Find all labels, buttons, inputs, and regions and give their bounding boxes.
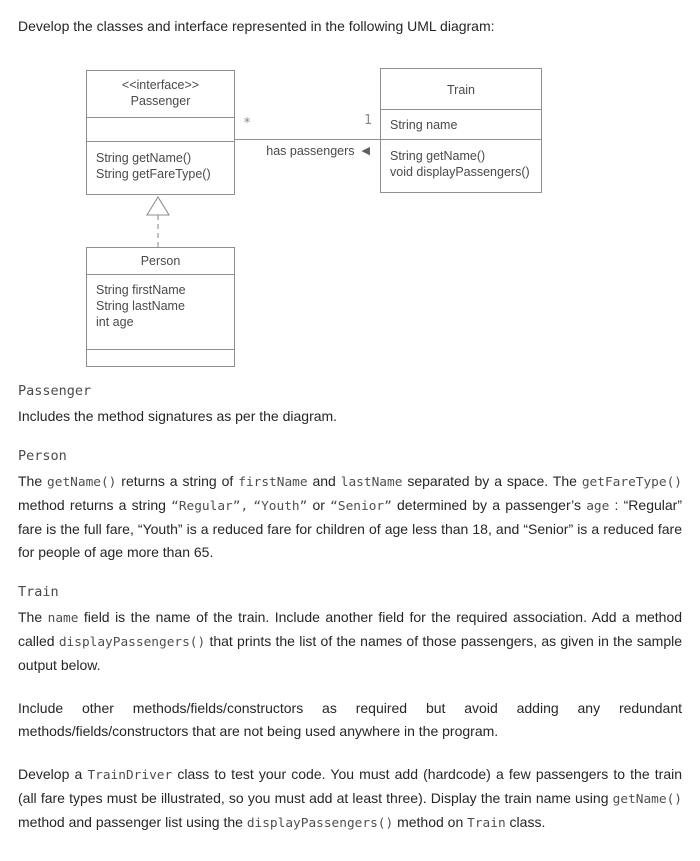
section-paragraph: The name field is the name of the train.… bbox=[18, 609, 683, 673]
task-section: Develop a TrainDriver class to test your… bbox=[18, 763, 682, 835]
train-header: Train bbox=[381, 69, 541, 109]
passenger-method: String getFareType() bbox=[96, 167, 211, 181]
uml-class-passenger: <<interface>> Passenger String getName()… bbox=[86, 70, 235, 195]
inline-code: name bbox=[47, 611, 79, 626]
realization-arrow bbox=[146, 196, 170, 248]
passenger-stereotype: <<interface>> bbox=[121, 78, 200, 92]
inline-code: displayPassengers() bbox=[58, 635, 206, 650]
passenger-name: Passenger bbox=[130, 94, 191, 108]
association-label-row: has passengers ◀ bbox=[256, 144, 370, 158]
inline-code: getName() bbox=[47, 475, 117, 490]
uml-class-person: Person String firstName String lastName … bbox=[86, 247, 235, 367]
person-header: Person bbox=[87, 248, 234, 274]
inline-code: “Senior” bbox=[330, 499, 392, 514]
inline-code: lastName bbox=[340, 475, 403, 490]
inline-code: getName() bbox=[612, 792, 682, 807]
passenger-header: <<interface>> Passenger bbox=[87, 71, 234, 117]
association-multiplicity-many: * bbox=[243, 115, 252, 131]
association-line bbox=[235, 139, 380, 140]
section-paragraph: Includes the method signatures as per th… bbox=[18, 408, 338, 424]
association-direction-icon: ◀ bbox=[361, 144, 370, 157]
train-name: Train bbox=[446, 83, 475, 97]
section-paragraph: Develop a TrainDriver class to test your… bbox=[18, 766, 682, 831]
inline-code: getFareType() bbox=[581, 475, 683, 490]
train-methods-compartment: String getName() void displayPassengers(… bbox=[381, 139, 541, 192]
person-methods-compartment bbox=[87, 349, 234, 366]
inline-code: “Youth” bbox=[253, 499, 308, 514]
train-attribute: String name bbox=[390, 118, 458, 132]
inline-code: displayPassengers() bbox=[246, 816, 394, 831]
train-method: String getName() bbox=[390, 149, 486, 163]
section-paragraph: Include other methods/fields/constructor… bbox=[18, 700, 682, 739]
person-attribute: String firstName bbox=[96, 283, 186, 297]
section-heading: Train bbox=[18, 584, 59, 600]
association-multiplicity-one: 1 bbox=[363, 112, 372, 128]
passenger-method: String getName() bbox=[96, 151, 192, 165]
task-section: Person The getName() returns a string of… bbox=[18, 448, 682, 564]
person-name: Person bbox=[140, 254, 181, 268]
person-attribute: String lastName bbox=[96, 299, 185, 313]
person-attribute: int age bbox=[96, 315, 134, 329]
task-section: Include other methods/fields/constructor… bbox=[18, 697, 682, 743]
inline-code: TrainDriver bbox=[87, 768, 173, 783]
section-heading: Passenger bbox=[18, 383, 92, 399]
passenger-methods-compartment: String getName() String getFareType() bbox=[87, 141, 234, 194]
inline-code: age bbox=[586, 499, 610, 514]
inline-code: firstName bbox=[238, 475, 308, 490]
section-paragraph: The getName() returns a string of firstN… bbox=[18, 473, 683, 560]
intro-text: Develop the classes and interface repres… bbox=[18, 18, 495, 34]
inline-code: Train bbox=[467, 816, 506, 831]
person-attributes-compartment: String firstName String lastName int age bbox=[87, 274, 234, 349]
task-sections: Passenger Includes the method signatures… bbox=[18, 383, 682, 835]
train-method: void displayPassengers() bbox=[390, 165, 530, 179]
task-section: Passenger Includes the method signatures… bbox=[18, 383, 682, 428]
train-attributes-compartment: String name bbox=[381, 109, 541, 139]
uml-diagram: <<interface>> Passenger String getName()… bbox=[18, 68, 682, 368]
uml-class-train: Train String name String getName() void … bbox=[380, 68, 542, 193]
task-section: Train The name field is the name of the … bbox=[18, 584, 682, 677]
document-page: Develop the classes and interface repres… bbox=[18, 18, 682, 835]
inline-code: “Regular”, bbox=[171, 499, 249, 514]
association-label: has passengers bbox=[266, 144, 355, 158]
section-heading: Person bbox=[18, 448, 67, 464]
passenger-attributes-compartment bbox=[87, 117, 234, 141]
